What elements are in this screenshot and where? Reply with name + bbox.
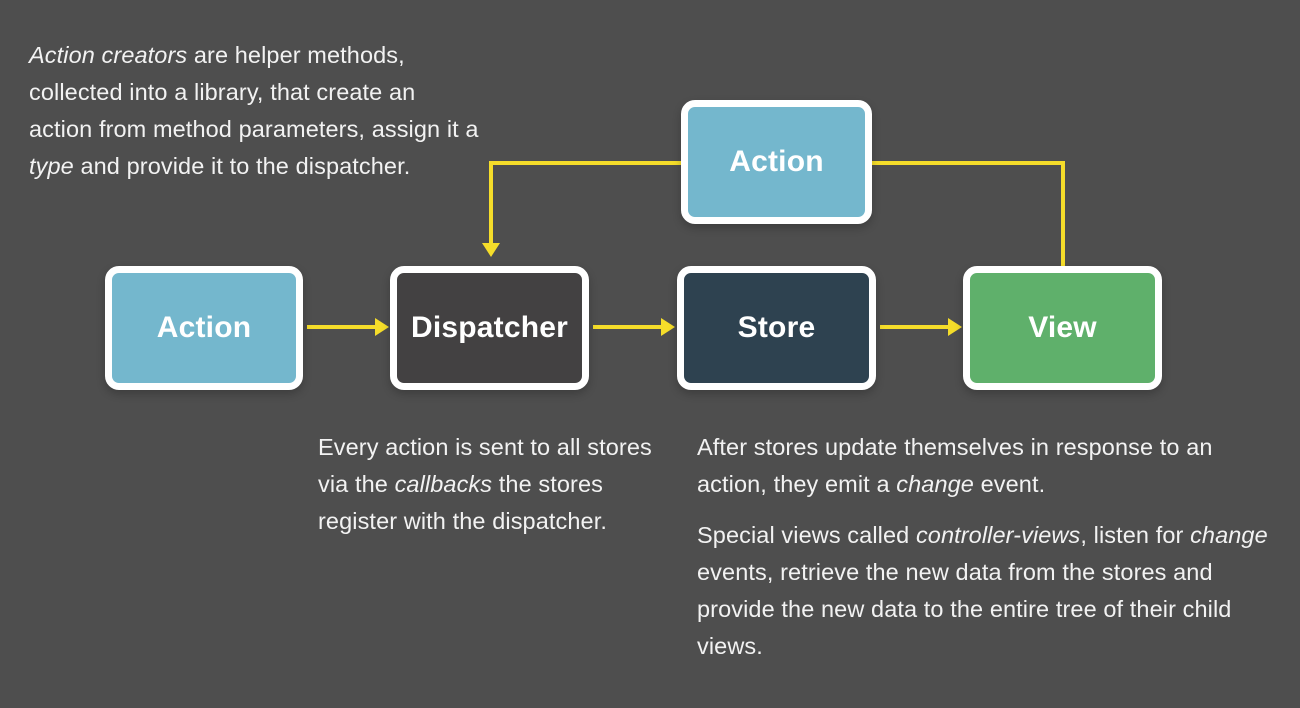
arrowhead-into-store-icon — [661, 318, 675, 336]
node-store-label: Store — [737, 311, 816, 344]
node-action-left[interactable]: Action — [105, 266, 303, 390]
node-action-top-label: Action — [729, 145, 824, 178]
connector-view-to-action-top-horizontal — [870, 161, 1065, 165]
annotation-dispatcher-note: Every action is sent to all stores via t… — [318, 434, 659, 534]
arrowhead-into-view-icon — [948, 318, 962, 336]
node-dispatcher-label: Dispatcher — [410, 311, 569, 344]
connector-dispatcher-to-store — [593, 325, 663, 329]
connector-store-to-view — [880, 325, 950, 329]
annotation-action-creators: Action creators are helper methods, coll… — [29, 42, 486, 179]
arrowhead-down-into-dispatcher-icon — [482, 243, 500, 257]
connector-action-top-vertical — [489, 161, 493, 247]
node-view-label: View — [1028, 311, 1097, 344]
node-action-top[interactable]: Action — [681, 100, 872, 224]
arrowhead-into-dispatcher-icon — [375, 318, 389, 336]
node-view[interactable]: View — [963, 266, 1162, 390]
connector-action-to-dispatcher — [307, 325, 377, 329]
node-action-left-label: Action — [156, 311, 252, 344]
annotation-store-note: After stores update themselves in respon… — [697, 434, 1220, 497]
connector-view-vertical — [1061, 161, 1065, 268]
annotation-view-note: Special views called controller-views, l… — [697, 522, 1275, 659]
node-store[interactable]: Store — [677, 266, 876, 390]
connector-action-top-horizontal — [489, 161, 683, 165]
node-dispatcher[interactable]: Dispatcher — [390, 266, 589, 390]
